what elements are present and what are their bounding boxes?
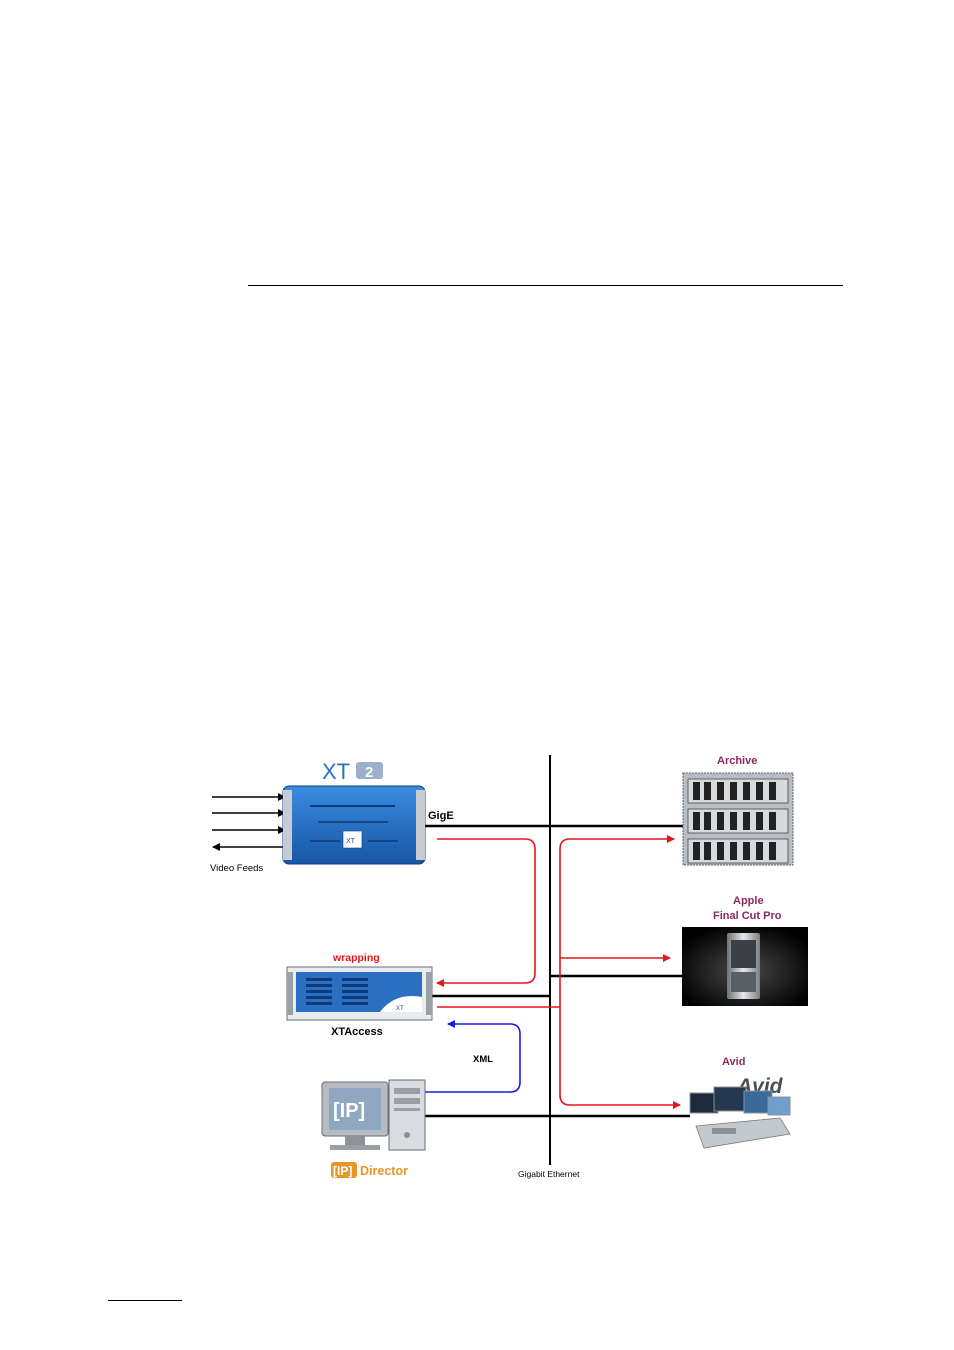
flow-xml [425, 1020, 521, 1093]
video-feeds-label: Video Feeds [210, 863, 263, 874]
xml-label: XML [473, 1054, 493, 1065]
svg-text:[IP]: [IP] [333, 1100, 365, 1122]
video-feed-arrows [212, 793, 286, 851]
ipdirector-logo: [IP] Director [331, 1162, 408, 1178]
archive-label: Archive [717, 755, 757, 767]
svg-text:XT: XT [322, 759, 350, 784]
wrapping-label: wrapping [332, 952, 380, 964]
final-cut-pro-label: Final Cut Pro [713, 910, 782, 922]
archive-storage [682, 772, 794, 866]
xt2-logo: XT 2 [322, 759, 383, 784]
svg-text:XT: XT [346, 838, 356, 845]
gige-label: GigE [428, 810, 454, 822]
ethernet-label: Gigabit Ethernet [518, 1169, 580, 1179]
xt2-server: XT [282, 785, 426, 865]
flow-to-avid [559, 1094, 681, 1109]
avid-label: Avid [722, 1056, 745, 1068]
header-rule [248, 285, 843, 286]
svg-text:Director: Director [360, 1164, 408, 1178]
flow-xt2-to-xtaccess [436, 838, 536, 987]
ipdirector-workstation: [IP] [321, 1079, 426, 1151]
svg-text:XT: XT [396, 1006, 404, 1012]
svg-text:[IP]: [IP] [333, 1164, 352, 1178]
footer-rule [108, 1300, 182, 1301]
flow-to-archive [559, 835, 675, 1097]
xtaccess-label: XTAccess [331, 1026, 383, 1038]
apple-label: Apple [733, 895, 764, 907]
avid-system: Avid [689, 1075, 791, 1149]
svg-text:2: 2 [365, 764, 373, 781]
xtaccess-server: XT [286, 966, 433, 1021]
apple-mac-pro [682, 927, 808, 1006]
